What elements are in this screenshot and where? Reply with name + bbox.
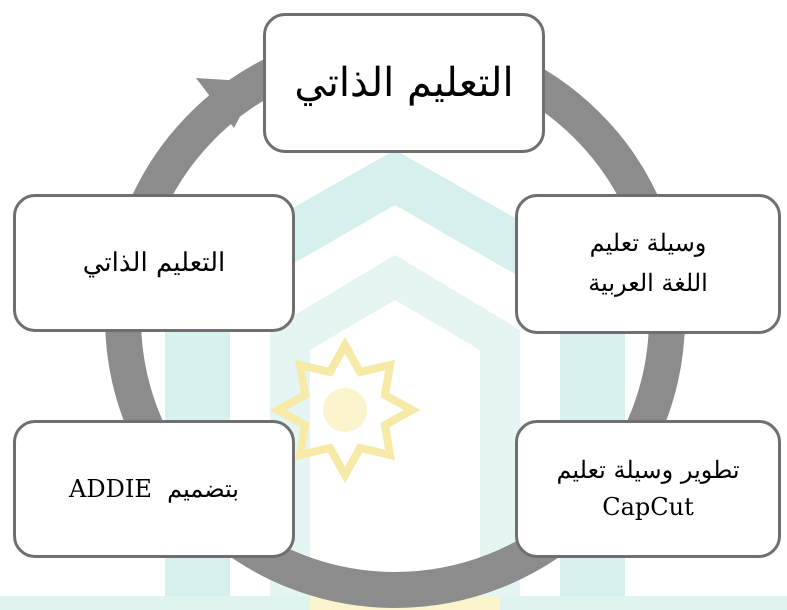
node-right-bottom-line-1: تطوير وسيلة تعليم (556, 455, 740, 484)
node-right-bottom: تطوير وسيلة تعليم CapCut (515, 420, 781, 558)
node-right-top-line-1: وسيلة تعليم (589, 229, 707, 258)
node-right-top: وسيلة تعليم اللغة العربية (515, 194, 781, 334)
node-left-bottom-line-1: بتضميم ADDIE (69, 475, 239, 503)
watermark-star-center (323, 388, 367, 432)
node-left-bottom: بتضميم ADDIE (13, 420, 295, 558)
watermark-star (269, 336, 421, 484)
node-right-top-line-2: اللغة العربية (588, 269, 708, 297)
node-left-top: التعليم الذاتي (13, 194, 295, 332)
node-top-line-1: التعليم الذاتي (294, 60, 514, 106)
node-right-bottom-line-2: CapCut (602, 493, 694, 521)
node-top: التعليم الذاتي (263, 13, 545, 153)
cycle-arrowhead (196, 78, 258, 128)
node-left-top-line-1: التعليم الذاتي (82, 248, 226, 278)
